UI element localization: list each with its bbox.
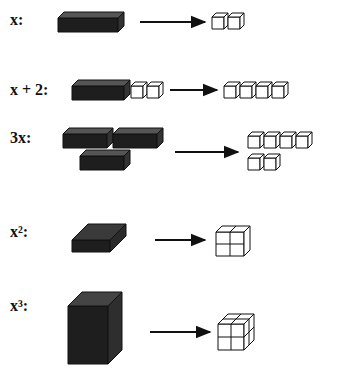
block-face	[244, 226, 250, 256]
block-face	[159, 82, 163, 98]
expression-label: x + 2:	[10, 82, 48, 98]
block-face	[143, 82, 147, 98]
block-face	[124, 80, 130, 100]
arrow	[155, 239, 205, 241]
block-face	[118, 12, 124, 32]
expression-label: x:	[10, 12, 23, 28]
block-face	[58, 18, 118, 32]
unit-cube	[147, 82, 163, 98]
block-face	[224, 13, 228, 29]
block-face	[228, 17, 240, 29]
block-face	[107, 128, 113, 148]
block-face	[276, 132, 280, 148]
block-face	[108, 292, 122, 364]
block-face	[248, 158, 260, 170]
block-face	[72, 240, 110, 252]
unit-cube	[228, 13, 244, 29]
unit-cube	[240, 82, 256, 98]
unit-cube	[131, 82, 147, 98]
block-face	[63, 128, 113, 134]
unit-cube	[216, 226, 250, 256]
unit-cube	[296, 132, 312, 148]
unit-cube	[248, 154, 264, 170]
expression-label: 3x:	[10, 130, 31, 146]
block-face	[58, 12, 124, 18]
unit-cube	[280, 132, 296, 148]
block-face	[268, 82, 272, 98]
block-face	[72, 86, 124, 100]
block-face	[218, 324, 244, 350]
block-face	[124, 150, 130, 170]
square-slab	[72, 224, 126, 252]
block-face	[80, 150, 130, 156]
expression-label: x³:	[10, 298, 28, 314]
unit-cube	[212, 13, 228, 29]
block-face	[68, 306, 108, 364]
big-cube	[68, 292, 122, 364]
block-face	[113, 134, 157, 148]
arrow	[175, 151, 238, 153]
block-face	[147, 86, 159, 98]
block-face	[248, 136, 260, 148]
block-face	[252, 82, 256, 98]
block-face	[110, 224, 126, 252]
block-face	[264, 136, 276, 148]
arrow	[150, 331, 210, 333]
block-face	[280, 136, 292, 148]
arrow	[170, 89, 217, 91]
block-face	[264, 158, 276, 170]
block-face	[212, 17, 224, 29]
long-block	[58, 12, 124, 32]
block-face	[260, 154, 264, 170]
long-block	[63, 128, 113, 148]
block-face	[240, 86, 252, 98]
arrow	[140, 21, 205, 23]
long-block	[80, 150, 130, 170]
unit-cube	[256, 82, 272, 98]
unit-cube	[248, 132, 264, 148]
block-face	[63, 134, 107, 148]
block-face	[113, 128, 163, 134]
block-face	[157, 128, 163, 148]
block-face	[80, 156, 124, 170]
unit-cube	[272, 82, 288, 98]
unit-cube	[264, 132, 280, 148]
unit-cube	[218, 314, 254, 350]
block-face	[224, 86, 236, 98]
block-face	[72, 80, 130, 86]
block-face	[216, 232, 244, 256]
long-block	[113, 128, 163, 148]
block-face	[272, 86, 284, 98]
expression-label: x²:	[10, 224, 28, 240]
block-face	[308, 132, 312, 148]
long-block	[72, 80, 130, 100]
block-face	[256, 86, 268, 98]
block-face	[292, 132, 296, 148]
block-face	[296, 136, 308, 148]
block-face	[276, 154, 280, 170]
unit-cube	[224, 82, 240, 98]
block-face	[240, 13, 244, 29]
unit-cube	[264, 154, 280, 170]
block-face	[236, 82, 240, 98]
block-face	[131, 86, 143, 98]
block-face	[284, 82, 288, 98]
block-face	[260, 132, 264, 148]
